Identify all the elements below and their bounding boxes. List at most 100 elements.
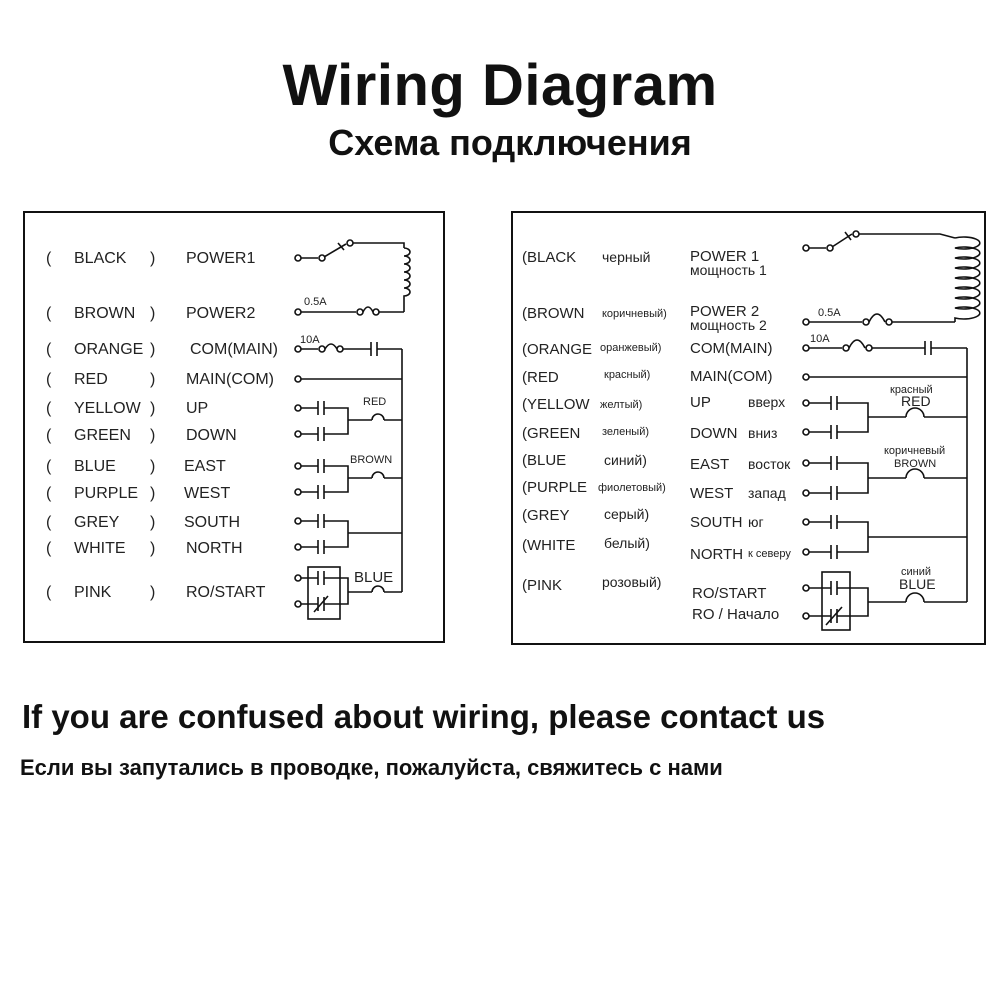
contact-message-en: If you are confused about wiring, please…	[22, 698, 826, 735]
right-fuse-large-label: 10A	[810, 333, 830, 345]
right-color-black: (BLACK	[522, 249, 576, 266]
left-function-up: UP	[186, 400, 208, 417]
right-function-ru-east: восток	[748, 456, 791, 472]
right-coil-red-label: RED	[901, 393, 931, 409]
left-function-west: WEST	[184, 485, 230, 502]
right-fuse-0-5a: 0.5A	[802, 307, 955, 326]
right-fuse-small-label: 0.5A	[818, 307, 841, 319]
svg-text:): )	[150, 485, 155, 502]
left-function-down: DOWN	[186, 427, 237, 444]
right-function-ru-south: юг	[748, 514, 764, 530]
left-function-power1: POWER1	[186, 250, 255, 267]
svg-text:(: (	[46, 305, 52, 322]
right-color-ru-pink: розовый)	[602, 574, 661, 590]
svg-text:(: (	[46, 458, 52, 475]
svg-text:): )	[150, 400, 155, 417]
right-function-up: UP	[690, 394, 711, 411]
right-ro-start-relay: синий BLUE	[802, 566, 967, 631]
right-coil-brown-label: BROWN	[894, 458, 936, 470]
right-color-red: (RED	[522, 369, 559, 386]
left-color-black: BLACK	[74, 250, 127, 267]
right-color-ru-yellow: желтый)	[600, 399, 642, 411]
left-color-green: GREEN	[74, 427, 131, 444]
right-color-ru-purple: фиолетовый)	[598, 482, 666, 494]
right-coil-blue-ru-label: синий	[901, 566, 931, 578]
svg-text:): )	[150, 341, 155, 358]
right-power-switch	[802, 230, 956, 252]
right-color-orange: (ORANGE	[522, 341, 592, 358]
left-color-orange: ORANGE	[74, 341, 143, 358]
svg-text:): )	[150, 540, 155, 557]
svg-text:(: (	[46, 400, 52, 417]
right-color-ru-black: черный	[602, 249, 650, 265]
left-color-blue: BLUE	[74, 458, 116, 475]
left-panel-frame	[23, 211, 445, 643]
right-function-power2: POWER 2	[690, 303, 759, 320]
svg-text:): )	[150, 305, 155, 322]
right-function-ro-start: RO/START	[692, 585, 766, 602]
svg-text:): )	[150, 458, 155, 475]
left-south-north-contacts	[294, 514, 402, 554]
right-panel-frame	[511, 211, 986, 645]
right-function-ru-power2: мощность 2	[690, 317, 767, 333]
svg-text:): )	[150, 250, 155, 267]
left-ro-start-relay: BLUE	[294, 566, 402, 620]
right-color-purple: (PURPLE	[522, 479, 587, 496]
right-function-ru-north: к северу	[748, 548, 791, 560]
left-color-red: RED	[74, 371, 108, 388]
right-function-ru-power1: мощность 1	[690, 262, 767, 278]
right-color-ru-red: красный)	[604, 369, 650, 381]
right-color-green: (GREEN	[522, 425, 580, 442]
svg-text:(: (	[46, 341, 52, 358]
svg-text:(: (	[46, 371, 52, 388]
right-east-west-contacts: коричневый BROWN	[802, 445, 967, 500]
right-function-down: DOWN	[690, 425, 738, 442]
right-color-brown: (BROWN	[522, 305, 585, 322]
right-color-ru-brown: коричневый)	[602, 308, 667, 320]
right-color-ru-white: белый)	[604, 535, 650, 551]
right-function-ru-west: запад	[748, 485, 786, 501]
left-function-south: SOUTH	[184, 514, 240, 531]
right-color-white: (WHITE	[522, 537, 575, 554]
left-coil-blue-label: BLUE	[354, 569, 393, 586]
right-fuse-10a: 10A	[802, 333, 967, 355]
left-function-com-main: COM(MAIN)	[190, 341, 278, 358]
svg-text:): )	[150, 514, 155, 531]
left-color-brown: BROWN	[74, 305, 135, 322]
left-power-switch	[294, 239, 405, 262]
right-function-power1: POWER 1	[690, 248, 759, 265]
left-east-west-contacts: BROWN	[294, 454, 402, 499]
left-coil-red-label: RED	[363, 396, 386, 408]
right-color-grey: (GREY	[522, 507, 570, 524]
right-function-ru-down: вниз	[748, 425, 777, 441]
svg-text:(: (	[46, 427, 52, 444]
left-coil-brown-label: BROWN	[350, 454, 392, 466]
left-color-grey: GREY	[74, 514, 120, 531]
right-function-east: EAST	[690, 456, 729, 473]
right-south-north-contacts	[802, 515, 967, 559]
right-function-west: WEST	[690, 485, 733, 502]
left-color-purple: PURPLE	[74, 485, 138, 502]
svg-text:): )	[150, 584, 155, 601]
right-function-com-main: COM(MAIN)	[690, 340, 773, 357]
right-color-ru-green: зеленый)	[602, 426, 649, 438]
right-function-south: SOUTH	[690, 514, 743, 531]
left-fuse-small-label: 0.5A	[304, 296, 327, 308]
right-function-ru-up: вверх	[748, 394, 785, 410]
left-fuse-0-5a: 0.5A	[294, 296, 404, 316]
right-function-ru-ro-start: RO / Начало	[692, 606, 779, 623]
right-color-ru-blue: синий)	[604, 452, 647, 468]
page-title: Wiring Diagram	[282, 53, 718, 118]
right-color-yellow: (YELLOW	[522, 396, 590, 413]
right-color-blue: (BLUE	[522, 452, 566, 469]
left-fuse-10a: 10A	[294, 334, 402, 356]
left-function-main-com: MAIN(COM)	[186, 371, 274, 388]
left-function-north: NORTH	[186, 540, 243, 557]
page-subtitle: Схема подключения	[328, 122, 692, 163]
right-color-pink: (PINK	[522, 577, 562, 594]
right-coil-red-ru-label: красный	[890, 384, 933, 396]
right-function-north: NORTH	[690, 546, 743, 563]
left-power-coil	[403, 247, 411, 312]
right-function-main-com: MAIN(COM)	[690, 368, 773, 385]
